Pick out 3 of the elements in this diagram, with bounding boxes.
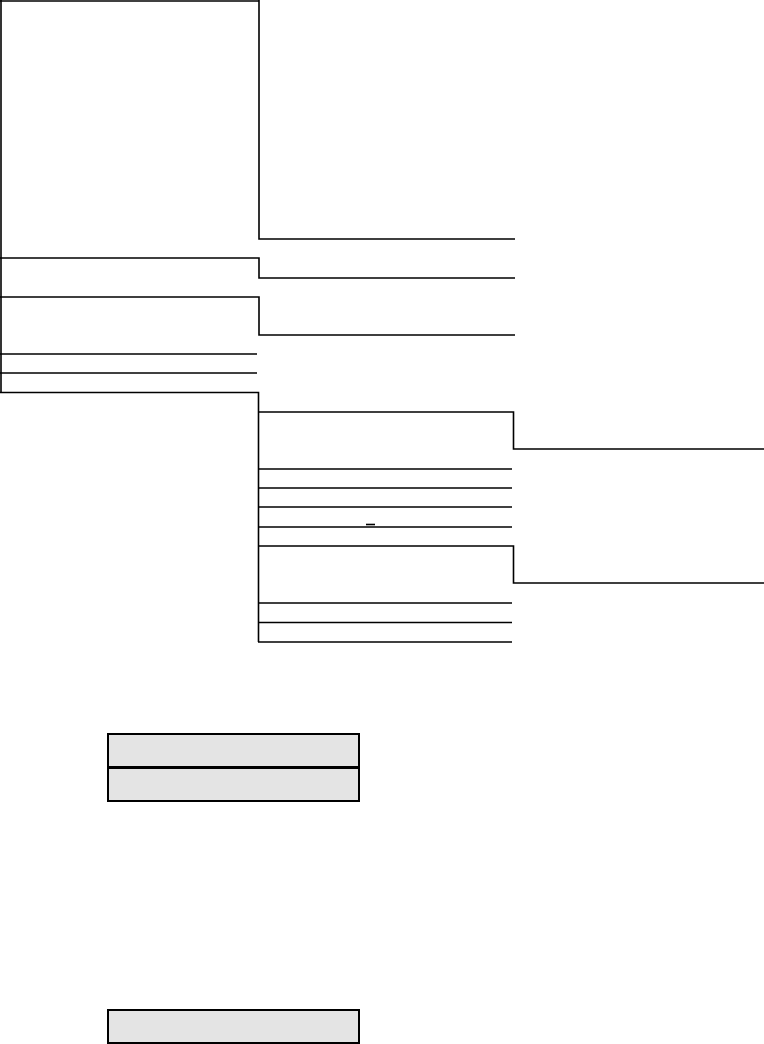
blank-panel	[107, 767, 360, 802]
blank-panel	[107, 733, 360, 768]
blank-panel	[107, 1009, 360, 1044]
